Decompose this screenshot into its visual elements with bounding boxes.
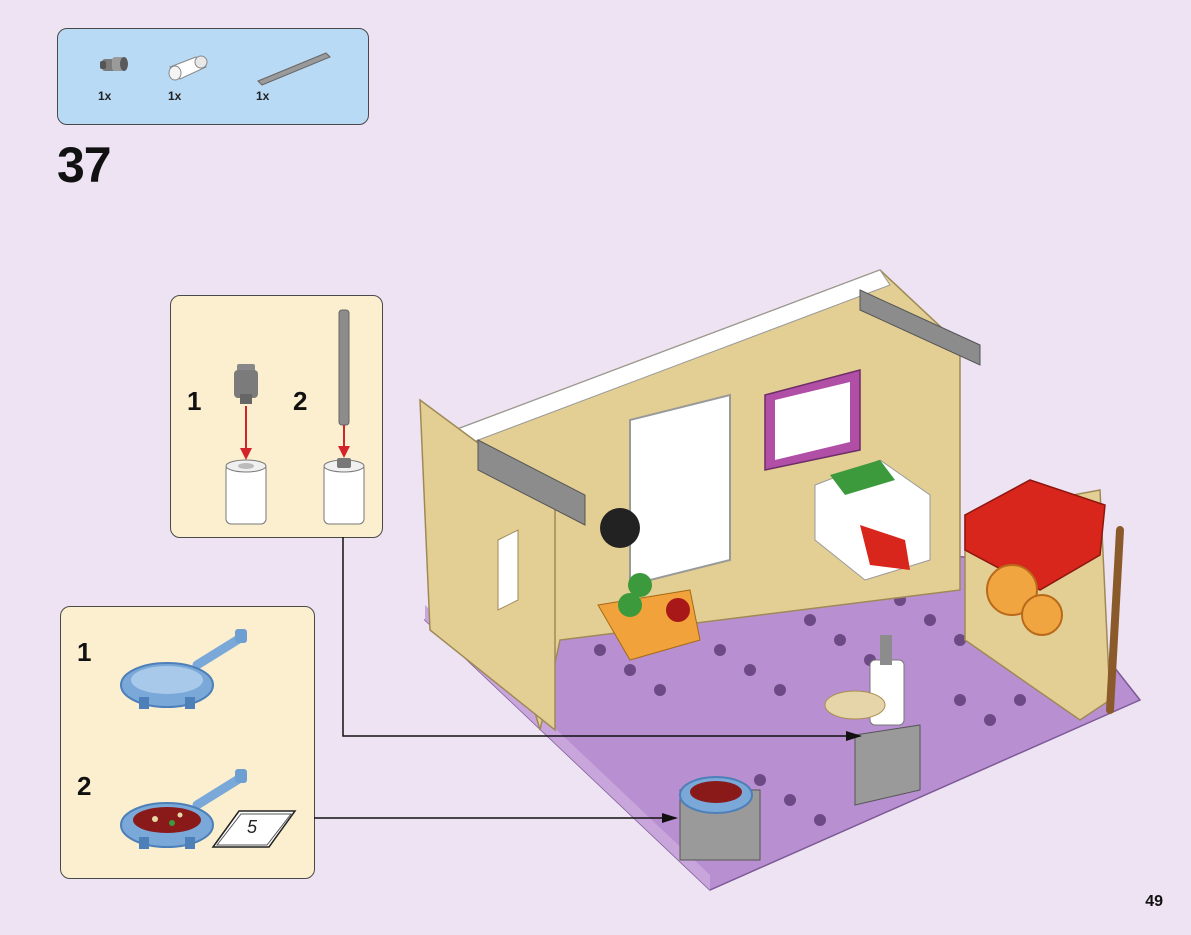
tile-number: 5: [247, 817, 258, 837]
sub-step-label-1: 1: [187, 386, 202, 416]
part-qty-1: 1x: [98, 89, 112, 103]
frying-pan-icon: [117, 625, 257, 720]
step-number: 37: [57, 137, 112, 193]
white-bushing-icon: [166, 53, 214, 83]
page-number: 49: [1145, 893, 1163, 910]
printed-tile-icon: 5: [209, 807, 299, 852]
part-qty-2: 1x: [168, 89, 182, 103]
part-qty-3: 1x: [256, 89, 270, 103]
sub-step-label-1: 1: [77, 637, 92, 667]
sub-step-label-2: 2: [77, 771, 92, 801]
connector-pin-icon: [98, 49, 132, 79]
subassembly-box-top: 1 2: [170, 295, 383, 538]
grey-bar-icon: [254, 47, 334, 87]
bushing-assembly-icon: [221, 356, 281, 531]
pan-with-food-icon: [117, 765, 257, 860]
bar-assembly-icon: [321, 306, 371, 531]
subassembly-box-bottom: 1 2 5: [60, 606, 315, 879]
parts-list-box: 1x 1x 1x: [57, 28, 369, 125]
sub-step-label-2: 2: [293, 386, 308, 416]
